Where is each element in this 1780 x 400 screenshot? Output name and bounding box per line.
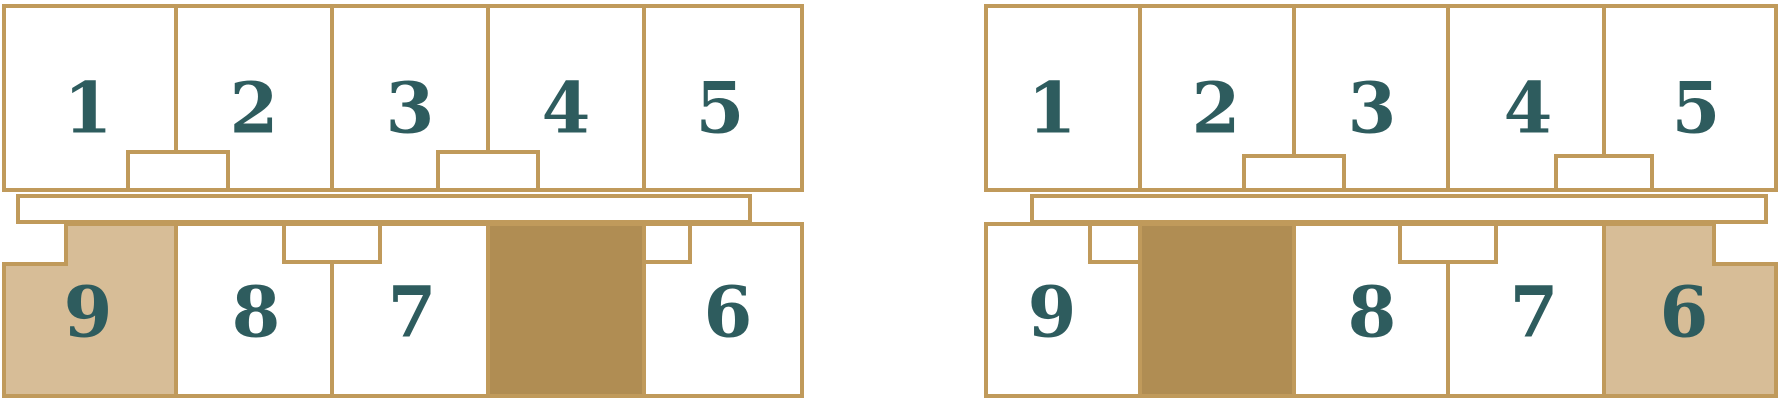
unit-left-bottom-core[interactable] — [486, 222, 646, 398]
unit-label-left-bottom-9: 9 — [64, 271, 113, 354]
unit-label-right-top-5: 5 — [1672, 67, 1721, 150]
unit-label-left-bottom-8: 8 — [232, 271, 281, 354]
balcony-right-3 — [1088, 222, 1142, 264]
unit-label-right-bottom-8: 8 — [1348, 271, 1397, 354]
unit-label-right-top-4: 4 — [1504, 67, 1553, 150]
balcony-left-1 — [126, 150, 230, 192]
balcony-right-4 — [1398, 222, 1498, 264]
floor-plan-left: 1 2 3 4 5 9 8 7 6 — [2, 4, 804, 398]
unit-label-right-top-2: 2 — [1192, 67, 1241, 150]
balcony-right-2 — [1554, 154, 1654, 192]
unit-left-top-5[interactable] — [642, 4, 804, 192]
unit-label-left-top-4: 4 — [542, 67, 591, 150]
unit-label-right-top-1: 1 — [1028, 67, 1077, 150]
unit-label-left-top-2: 2 — [230, 67, 279, 150]
unit-right-bottom-core[interactable] — [1138, 222, 1296, 398]
unit-label-right-top-3: 3 — [1348, 67, 1397, 150]
unit-label-left-top-5: 5 — [696, 67, 745, 150]
unit-label-left-bottom-7: 7 — [388, 271, 437, 354]
unit-label-left-top-3: 3 — [386, 67, 435, 150]
unit-label-right-bottom-7: 7 — [1510, 271, 1559, 354]
balcony-left-2 — [436, 150, 540, 192]
balcony-left-4 — [642, 222, 692, 264]
corridor-right — [1030, 194, 1768, 224]
balcony-left-3 — [282, 222, 382, 264]
floor-plan-right: 1 2 3 4 5 9 8 7 6 — [984, 4, 1778, 398]
unit-label-right-bottom-6: 6 — [1660, 271, 1709, 354]
unit-label-right-bottom-9: 9 — [1028, 271, 1077, 354]
unit-label-left-top-1: 1 — [64, 67, 113, 150]
unit-label-left-bottom-6: 6 — [704, 271, 753, 354]
corridor-left — [16, 194, 752, 224]
balcony-right-1 — [1242, 154, 1346, 192]
